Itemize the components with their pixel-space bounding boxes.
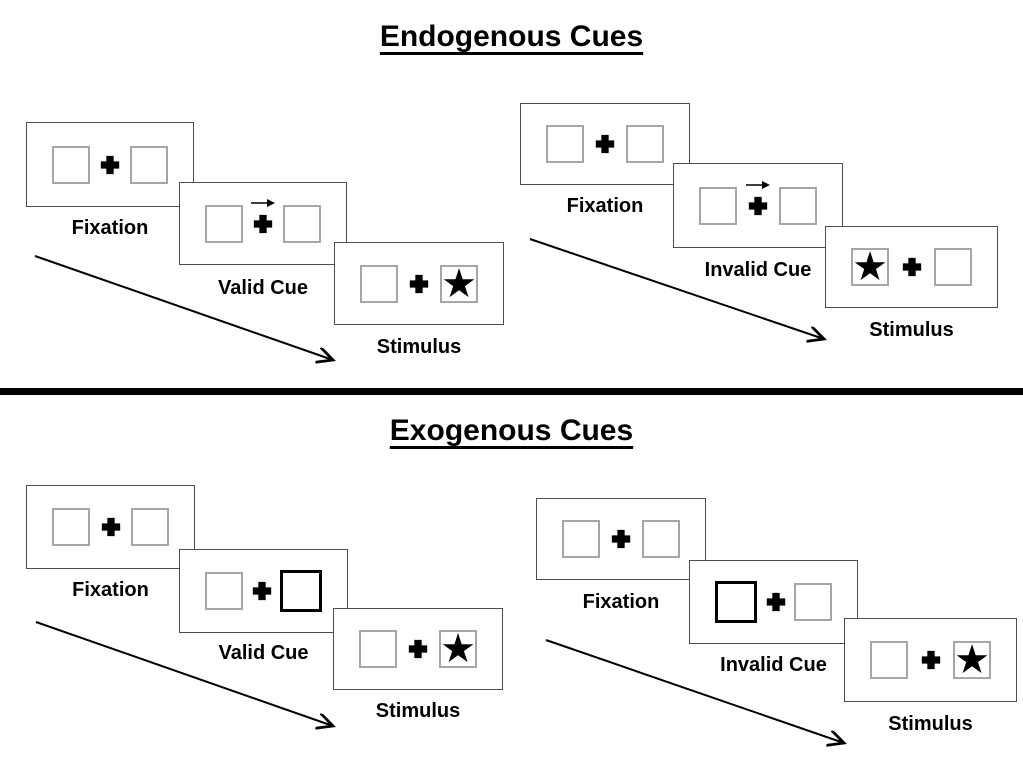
fixation-panel [26,122,194,207]
panel-label-stimulus: Stimulus [375,700,461,722]
left-placeholder-box [205,204,243,243]
left-placeholder-box [360,264,398,303]
fixation-cross [249,579,275,603]
plus-icon [921,650,940,670]
stimulus-panel: ★ [844,618,1017,702]
timeline-arrow-endogenous-invalid [529,238,834,348]
panel-label-fixation: Fixation [566,195,644,217]
fixation-cross [405,637,431,661]
fixation-cross [763,590,789,614]
plus-icon [408,639,428,659]
panel-label-invalid-cue: Invalid Cue [720,654,827,676]
timeline-arrow-exogenous-valid [35,621,342,734]
left-placeholder-box [562,520,600,558]
invalid-cue-panel [673,163,843,248]
stimulus-panel: ★ [333,608,503,690]
panel-label-fixation: Fixation [72,579,149,601]
fixation-cross [98,515,124,539]
right-placeholder-box [626,125,664,163]
timeline-arrow-endogenous-valid [34,255,342,368]
right-arrow-icon [746,180,770,189]
right-placeholder-box [779,186,817,225]
fixation-cross [745,180,771,218]
plus-icon [409,274,429,293]
valid-cue-panel [179,549,348,633]
panel-label-valid-cue: Valid Cue [218,642,309,664]
right-placeholder-box [130,145,168,184]
plus-icon [611,529,631,549]
panel-label-valid-cue: Valid Cue [217,277,309,299]
star-icon: ★ [954,637,990,683]
right-placeholder-box [642,520,680,558]
panel-label-stimulus: Stimulus [376,336,462,358]
right-placeholder-box [283,204,321,243]
star-target-box: ★ [953,637,991,683]
star-icon: ★ [852,244,888,290]
fixation-cross [250,198,276,236]
plus-icon [100,155,120,174]
stimulus-panel: ★ [825,226,998,308]
right-placeholder-box [794,583,832,621]
exogenous-section-title: Exogenous Cues [389,414,634,447]
panel-label-fixation: Fixation [71,217,149,239]
right-placeholder-box [131,508,169,546]
left-placeholder-box [52,145,90,184]
peripheral-cue-box [715,581,757,623]
plus-icon [748,196,768,215]
left-placeholder-box [52,508,90,546]
left-placeholder-box [359,630,397,668]
stimulus-panel: ★ [334,242,504,325]
star-icon: ★ [441,260,477,307]
star-target-box: ★ [851,244,889,290]
star-icon: ★ [440,626,476,672]
fixation-panel [520,103,690,185]
fixation-cross [97,153,123,177]
star-target-box: ★ [440,260,478,307]
timeline-arrow-exogenous-invalid [545,639,854,752]
section-divider [0,388,1023,395]
valid-cue-panel [179,182,347,265]
panel-label-stimulus: Stimulus [869,319,954,341]
panel-label-fixation: Fixation [582,591,660,613]
panel-label-invalid-cue: Invalid Cue [704,259,812,281]
fixation-cross [608,527,634,551]
fixation-cross [592,132,618,156]
fixation-cross [918,648,944,672]
fixation-panel [26,485,195,569]
star-target-box: ★ [439,626,477,672]
invalid-cue-panel [689,560,858,644]
plus-icon [902,257,921,277]
plus-icon [101,517,120,537]
left-placeholder-box [546,125,584,163]
peripheral-cue-box [280,570,322,612]
plus-icon [253,214,273,233]
right-arrow-icon [251,198,275,207]
left-placeholder-box [699,186,737,225]
left-placeholder-box [205,572,243,610]
endogenous-section-title: Endogenous Cues [379,20,644,53]
left-placeholder-box [870,641,908,679]
fixation-cross [406,272,432,296]
panel-label-stimulus: Stimulus [888,713,973,735]
fixation-cross [899,255,925,279]
plus-icon [252,581,271,601]
plus-icon [595,134,615,154]
plus-icon [766,592,785,612]
fixation-panel [536,498,706,580]
right-placeholder-box [934,248,972,286]
